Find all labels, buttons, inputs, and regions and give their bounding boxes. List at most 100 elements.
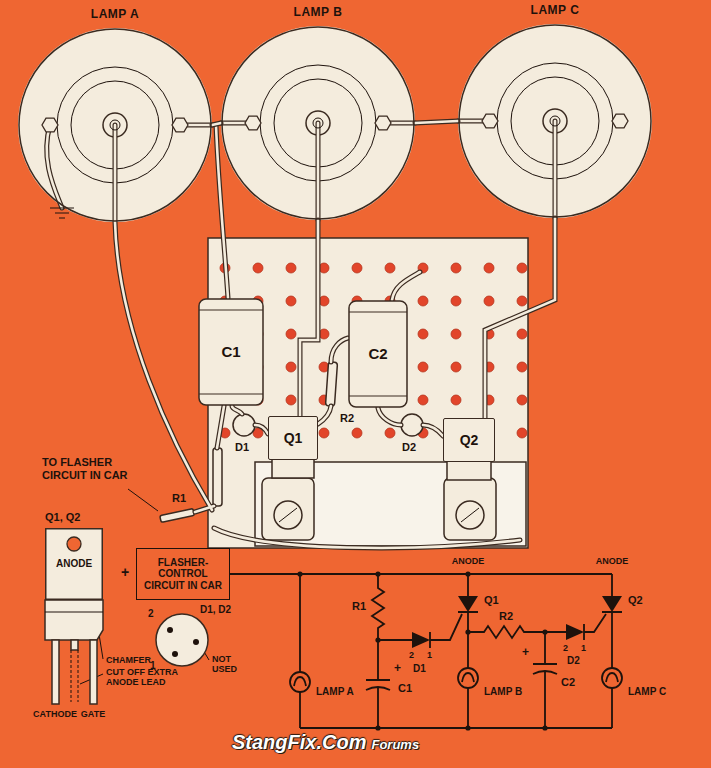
leader-line: [128, 489, 158, 511]
pin-number: 2: [563, 643, 568, 653]
pin-number: 1: [581, 643, 586, 653]
lamp-symbol: [290, 672, 310, 692]
lamp-socket-outline: [458, 24, 652, 218]
lamp-symbol: [458, 668, 478, 688]
part-label: LAMP C: [628, 686, 666, 698]
wire-casing: [212, 123, 221, 125]
screw: [456, 501, 484, 529]
scr-lead: [52, 640, 59, 704]
junction-dot: [465, 725, 470, 730]
junction-dot: [542, 725, 547, 730]
screw-slot: [461, 508, 479, 522]
part-label: D2: [400, 441, 418, 454]
scr-symbol: [602, 596, 622, 612]
part-label: R1: [172, 492, 186, 505]
terminal-nut: [172, 118, 188, 132]
lamp-rim: [19, 29, 211, 221]
node-label: FLASHER-CONTROL CIRCUIT IN CAR: [141, 557, 225, 592]
part-label: C2: [561, 676, 575, 689]
supply-rail: [230, 573, 612, 575]
part-label: D1: [233, 441, 251, 454]
resistor-symbol: [325, 362, 337, 407]
node-heading: LAMP C: [458, 4, 652, 18]
polarity-mark: +: [394, 662, 401, 676]
scr-lead-stub: [71, 640, 78, 650]
lamp-filament: [606, 673, 618, 682]
diode-pin: [172, 651, 178, 657]
screw: [274, 501, 302, 529]
junction-dot: [297, 571, 302, 576]
screw-slot: [279, 508, 297, 522]
lamp-socket-outline: [221, 26, 415, 220]
diode-symbol: [233, 414, 255, 436]
junction-dot: [542, 629, 547, 634]
node-label: Q1: [284, 430, 303, 446]
junction-dot: [465, 571, 470, 576]
capacitor: C1: [198, 298, 264, 406]
wire: [485, 218, 555, 418]
callout-note: TO FLASHER CIRCUIT IN CAR: [42, 456, 142, 481]
capacitor-band: [349, 312, 407, 396]
node-heading: LAMP B: [221, 6, 415, 20]
mounting-hole: [67, 537, 81, 551]
ground-rail: [300, 727, 612, 729]
wire: [415, 121, 458, 123]
scr-symbol: [602, 574, 622, 728]
diode-symbol: [566, 624, 584, 640]
scr-symbol: [458, 596, 478, 612]
diode-symbol: [401, 414, 423, 436]
scr-lead: [90, 640, 97, 704]
junction-dots: [297, 571, 547, 730]
center-contact: [313, 118, 323, 128]
wire-casing: [415, 121, 458, 123]
lamp-rim: [222, 27, 414, 219]
scr-package: Q1: [268, 416, 318, 460]
pin-name: GATE: [81, 709, 105, 719]
watermark: StangFix.ComForums: [232, 731, 419, 754]
lamp-rim: [459, 25, 651, 217]
flasher-box: FLASHER-CONTROL CIRCUIT IN CAR: [136, 548, 230, 600]
part-label: D1, D2: [200, 604, 231, 616]
pin-name: ANODE: [596, 556, 629, 566]
part-label: R2: [499, 610, 513, 623]
scr-body-edge: [45, 612, 103, 613]
part-label: D1: [413, 663, 426, 675]
part-label: D2: [567, 655, 580, 667]
polarity-mark: +: [121, 564, 129, 580]
junction-dot: [465, 629, 470, 634]
node-heading: LAMP A: [18, 8, 212, 22]
capacitor-symbol: [533, 632, 557, 728]
wire: [47, 121, 555, 548]
part-label: R2: [338, 412, 356, 425]
capacitor-band: [199, 310, 263, 394]
diode-pin: [167, 627, 173, 633]
junction-dot: [375, 725, 380, 730]
terminal-nut: [482, 114, 498, 128]
wire-connector: [160, 509, 195, 523]
part-label: LAMP A: [316, 686, 354, 698]
pin-number: 2: [148, 608, 154, 620]
lamp-filament: [294, 677, 306, 686]
scr-body: [45, 600, 103, 640]
resistor-symbol: [372, 574, 384, 640]
terminal-nut: [612, 114, 628, 128]
node-label: C1: [221, 343, 240, 360]
part-label: Q2: [628, 594, 643, 607]
diode-pin: [193, 639, 199, 645]
scr-body: [447, 460, 491, 480]
callout-note: CHAMFER: [106, 655, 151, 665]
cut-lead: [71, 650, 78, 702]
lamp-socket-outline: [18, 28, 212, 222]
lamp-symbol: [602, 668, 622, 688]
center-contact: [550, 116, 560, 126]
polarity-mark: +: [522, 646, 529, 660]
capacitor-body: [199, 299, 263, 405]
scr-symbol: [458, 574, 478, 728]
resistor-symbol: [468, 626, 545, 638]
terminal-nut: [245, 116, 261, 130]
pin-number: 1: [427, 650, 432, 660]
center-contact: [110, 120, 120, 130]
